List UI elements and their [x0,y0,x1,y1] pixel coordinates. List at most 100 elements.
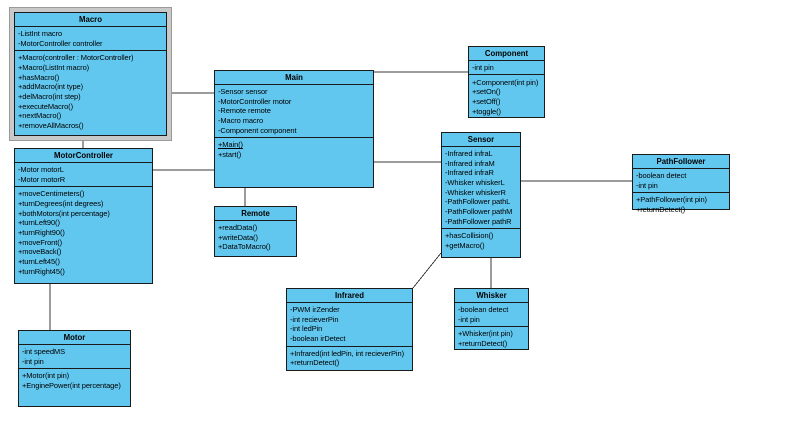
attributes-compartment-motor: -int speedMS-int pin [19,345,130,370]
attribute: -int pin [22,356,44,366]
method: +returnDetect() [636,204,686,214]
methods-compartment-macro: +Macro(controller : MotorController)+Mac… [15,51,166,133]
methods-compartment-infrared: +Infrared(int ledPin, int recieverPin)+r… [287,347,412,370]
method: +delMacro(int step) [18,92,81,102]
attribute: -Macro macro [218,115,264,125]
methods-compartment-pathfollower: +PathFollower(int pin)+returnDetect() [633,193,729,216]
method: +bothMotors(int percentage) [18,208,110,218]
attribute: -Remote remote [218,106,271,116]
class-box-macro[interactable]: Macro-ListInt macro-MotorController cont… [14,12,167,136]
attribute: -Infrared infraR [445,168,494,178]
method: +moveCentimeters() [18,189,85,199]
class-name-infrared: Infrared [287,289,412,303]
attributes-compartment-infrared: -PWM irZender-int recieverPin-int ledPin… [287,303,412,347]
class-name-pathfollower: PathFollower [633,155,729,169]
class-name-whisker: Whisker [455,289,528,303]
method: +hasCollision() [445,231,494,241]
method: +addMacro(int type) [18,82,84,92]
class-box-pathfollower[interactable]: PathFollower-boolean detect-int pin+Path… [632,154,730,213]
method: +returnDetect() [458,338,508,348]
attributes-compartment-component: -int pin [469,61,544,76]
class-box-main[interactable]: Main-Sensor sensor-MotorController motor… [214,70,374,188]
method: +getMacro() [445,241,485,251]
attributes-compartment-macro: -ListInt macro-MotorController controlle… [15,27,166,52]
attribute: -Sensor sensor [218,86,268,96]
attribute: -PathFollower pathL [445,197,511,207]
method: +Motor(int pin) [22,371,70,381]
association-sensor-infrared[interactable] [412,252,442,289]
method: +PathFollower(int pin) [636,195,707,205]
class-name-motor: Motor [19,331,130,345]
method: +moveBack() [18,247,62,257]
attribute: -boolean irDetect [290,333,346,343]
class-name-motorcontroller: MotorController [15,149,152,163]
method: +Main() [218,140,243,150]
method: +executeMacro() [18,101,73,111]
attribute: -MotorController motor [218,96,292,106]
method: +setOff() [472,96,501,106]
attribute: -boolean detect [636,170,687,180]
attribute: -PathFollower pathM [445,207,513,217]
class-box-whisker[interactable]: Whisker-boolean detect-int pin+Whisker(i… [454,288,529,350]
class-name-remote: Remote [215,207,296,221]
method: +setOn() [472,87,501,97]
class-name-macro: Macro [15,13,166,27]
attribute: -ListInt macro [18,28,63,38]
method: +turnDegrees(int degrees) [18,198,104,208]
attributes-compartment-main: -Sensor sensor-MotorController motor-Rem… [215,85,373,139]
attribute: -Infrared infraL [445,148,493,158]
method: +turnLeft45() [18,257,60,267]
method: +removeAllMacros() [18,121,84,131]
attributes-compartment-motorcontroller: -Motor motorL-Motor motorR [15,163,152,188]
attribute: -MotorController controller [18,38,103,48]
attribute: -PWM irZender [290,304,340,314]
attribute: -Whisker whiskerL [445,177,505,187]
method: +returnDetect() [290,358,340,368]
attribute: -int recieverPin [290,314,339,324]
methods-compartment-component: +Component(int pin)+setOn()+setOff()+tog… [469,75,544,118]
method: +turnLeft90() [18,218,60,228]
methods-compartment-remote: +readData()+writeData()+DataToMacro() [215,221,296,254]
method: +Component(int pin) [472,77,539,87]
method: +Macro(controller : MotorController) [18,53,134,63]
attribute: -Infrared infraM [445,158,495,168]
class-box-motorcontroller[interactable]: MotorController-Motor motorL-Motor motor… [14,148,153,284]
method: +EnginePower(int percentage) [22,380,121,390]
attributes-compartment-pathfollower: -boolean detect-int pin [633,169,729,194]
class-box-remote[interactable]: Remote+readData()+writeData()+DataToMacr… [214,206,297,257]
attribute: -Component component [218,125,297,135]
methods-compartment-motor: +Motor(int pin)+EnginePower(int percenta… [19,369,130,392]
class-name-component: Component [469,47,544,61]
class-box-infrared[interactable]: Infrared-PWM irZender-int recieverPin-in… [286,288,413,371]
attribute: -int speedMS [22,346,65,356]
methods-compartment-motorcontroller: +moveCentimeters()+turnDegrees(int degre… [15,187,152,278]
attribute: -PathFollower pathR [445,216,512,226]
attribute: -Whisker whiskerR [445,187,506,197]
attribute: -boolean detect [458,304,509,314]
method: +readData() [218,222,258,232]
attribute: -int ledPin [290,324,323,334]
method: +DataToMacro() [218,242,271,252]
method: +turnRight90() [18,228,65,238]
method: +writeData() [218,232,258,242]
method: +moveFront() [18,237,63,247]
attribute: -Motor motorR [18,174,66,184]
method: +nextMacro() [18,111,62,121]
attribute: -int pin [636,180,658,190]
class-name-sensor: Sensor [442,133,520,147]
methods-compartment-main: +Main()+start() [215,138,373,161]
method: +turnRight45() [18,266,65,276]
class-box-component[interactable]: Component-int pin+Component(int pin)+set… [468,46,545,118]
attributes-compartment-whisker: -boolean detect-int pin [455,303,528,328]
methods-compartment-sensor: +hasCollision()+getMacro() [442,229,520,252]
method: +start() [218,150,242,160]
method: +Whisker(int pin) [458,329,513,339]
attribute: -int pin [458,314,480,324]
class-box-motor[interactable]: Motor-int speedMS-int pin+Motor(int pin)… [18,330,131,407]
class-name-main: Main [215,71,373,85]
class-box-sensor[interactable]: Sensor-Infrared infraL-Infrared infraM-I… [441,132,521,258]
attribute: -int pin [472,62,494,72]
attributes-compartment-sensor: -Infrared infraL-Infrared infraM-Infrare… [442,147,520,230]
method: +Macro(ListInt macro) [18,62,90,72]
